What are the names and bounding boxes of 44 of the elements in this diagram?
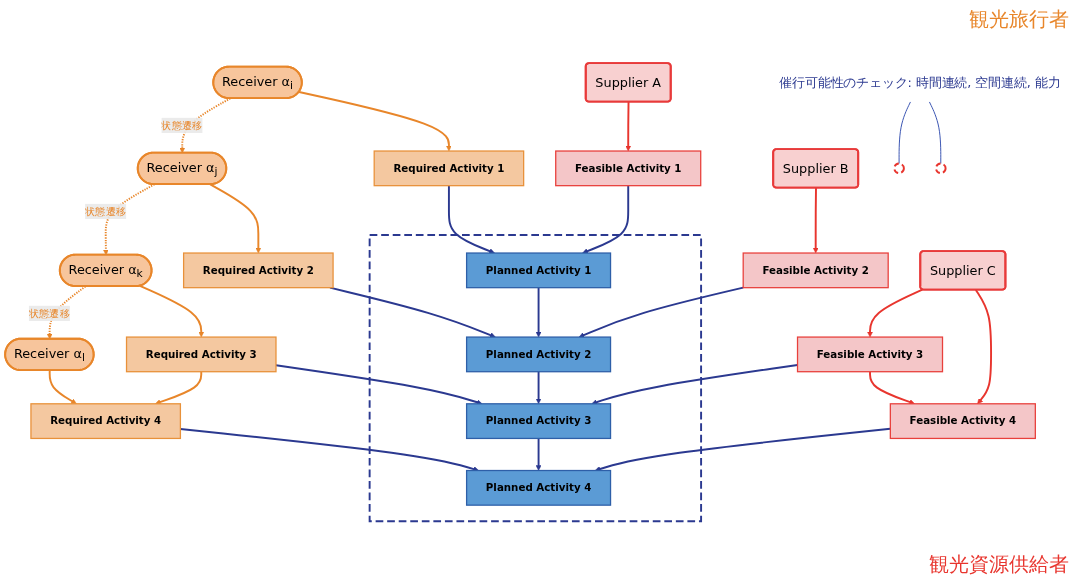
node-box: Required Activity 3 (125, 336, 277, 373)
side-note: 観光資源供給者 (929, 551, 1069, 578)
arrow (867, 288, 924, 338)
node-box: Feasible Activity 1 (555, 150, 702, 187)
edge-label: 状態遷移 (161, 118, 203, 131)
node-text: 催行可能性のチェック: 時間連続, 空間連続, 能力 (779, 74, 1061, 90)
arrow (869, 370, 915, 405)
node-box: Feasible Activity 4 (889, 403, 1036, 439)
arrow (275, 364, 483, 405)
arrow (48, 369, 77, 404)
arrow (46, 285, 87, 340)
edge-label: 状態遷移 (85, 204, 127, 217)
cluster (368, 233, 703, 522)
node-box: Planned Activity 4 (465, 469, 612, 506)
arrow (155, 370, 203, 405)
arrow (179, 97, 232, 154)
arrow (625, 100, 632, 152)
node-box: Required Activity 1 (373, 150, 525, 187)
arrow (329, 286, 496, 338)
node-circle (893, 162, 905, 174)
connector (898, 100, 912, 164)
side-note: 観光旅行者 (969, 6, 1069, 33)
arrow (535, 437, 542, 471)
arrow (209, 183, 262, 254)
arrow (103, 183, 156, 256)
arrow (535, 370, 542, 404)
arrow (298, 90, 452, 152)
node-box: Planned Activity 2 (465, 336, 612, 373)
arrow (578, 286, 745, 338)
node-box: Planned Activity 3 (465, 403, 612, 439)
arrow (138, 284, 205, 338)
node-box: Planned Activity 1 (465, 252, 612, 289)
arrow (447, 184, 495, 254)
node-box: Feasible Activity 2 (742, 252, 889, 289)
node-box: Feasible Activity 3 (796, 336, 944, 373)
node-box: Required Activity 2 (182, 252, 334, 289)
arrow (974, 288, 993, 404)
arrow (535, 286, 542, 338)
arrow (582, 184, 630, 254)
node-box: Required Activity 4 (30, 403, 182, 439)
edge-label: 状態遷移 (28, 306, 70, 319)
node-circle (935, 162, 947, 174)
connector (928, 100, 942, 164)
arrow (812, 186, 819, 254)
